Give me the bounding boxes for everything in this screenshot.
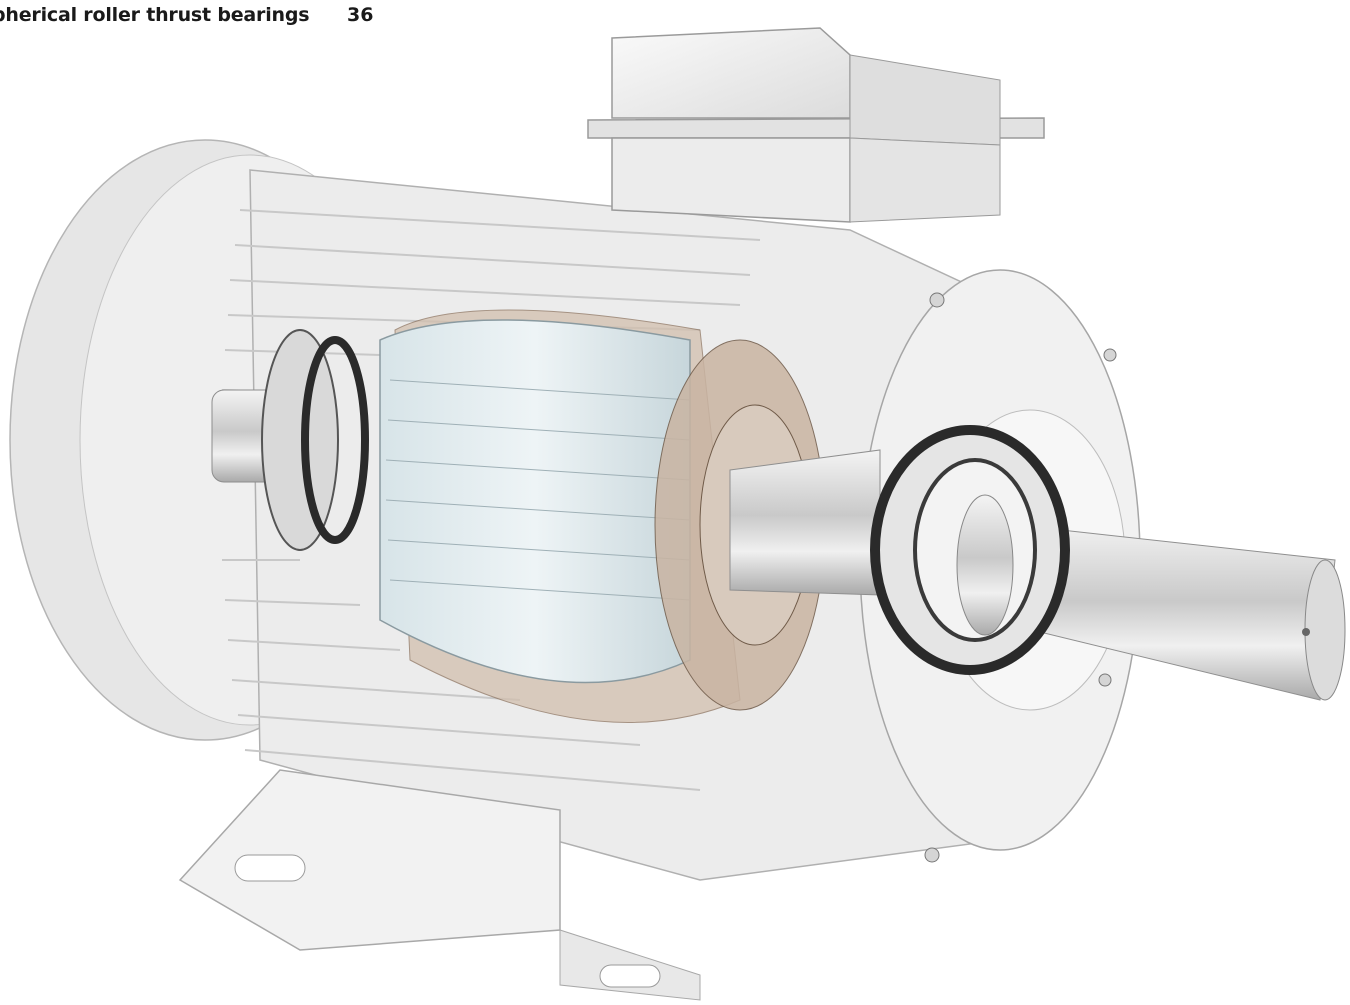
- rotor-core: [379, 319, 691, 684]
- section-title: pherical roller thrust bearings: [0, 4, 310, 26]
- front-bearing: [870, 425, 1070, 675]
- running-head: pherical roller thrust bearings 36: [0, 4, 420, 36]
- page-number: 36: [347, 4, 374, 26]
- terminal-box: [587, 27, 1045, 223]
- mounting-feet: [178, 769, 701, 1001]
- rear-bearing: [211, 329, 369, 551]
